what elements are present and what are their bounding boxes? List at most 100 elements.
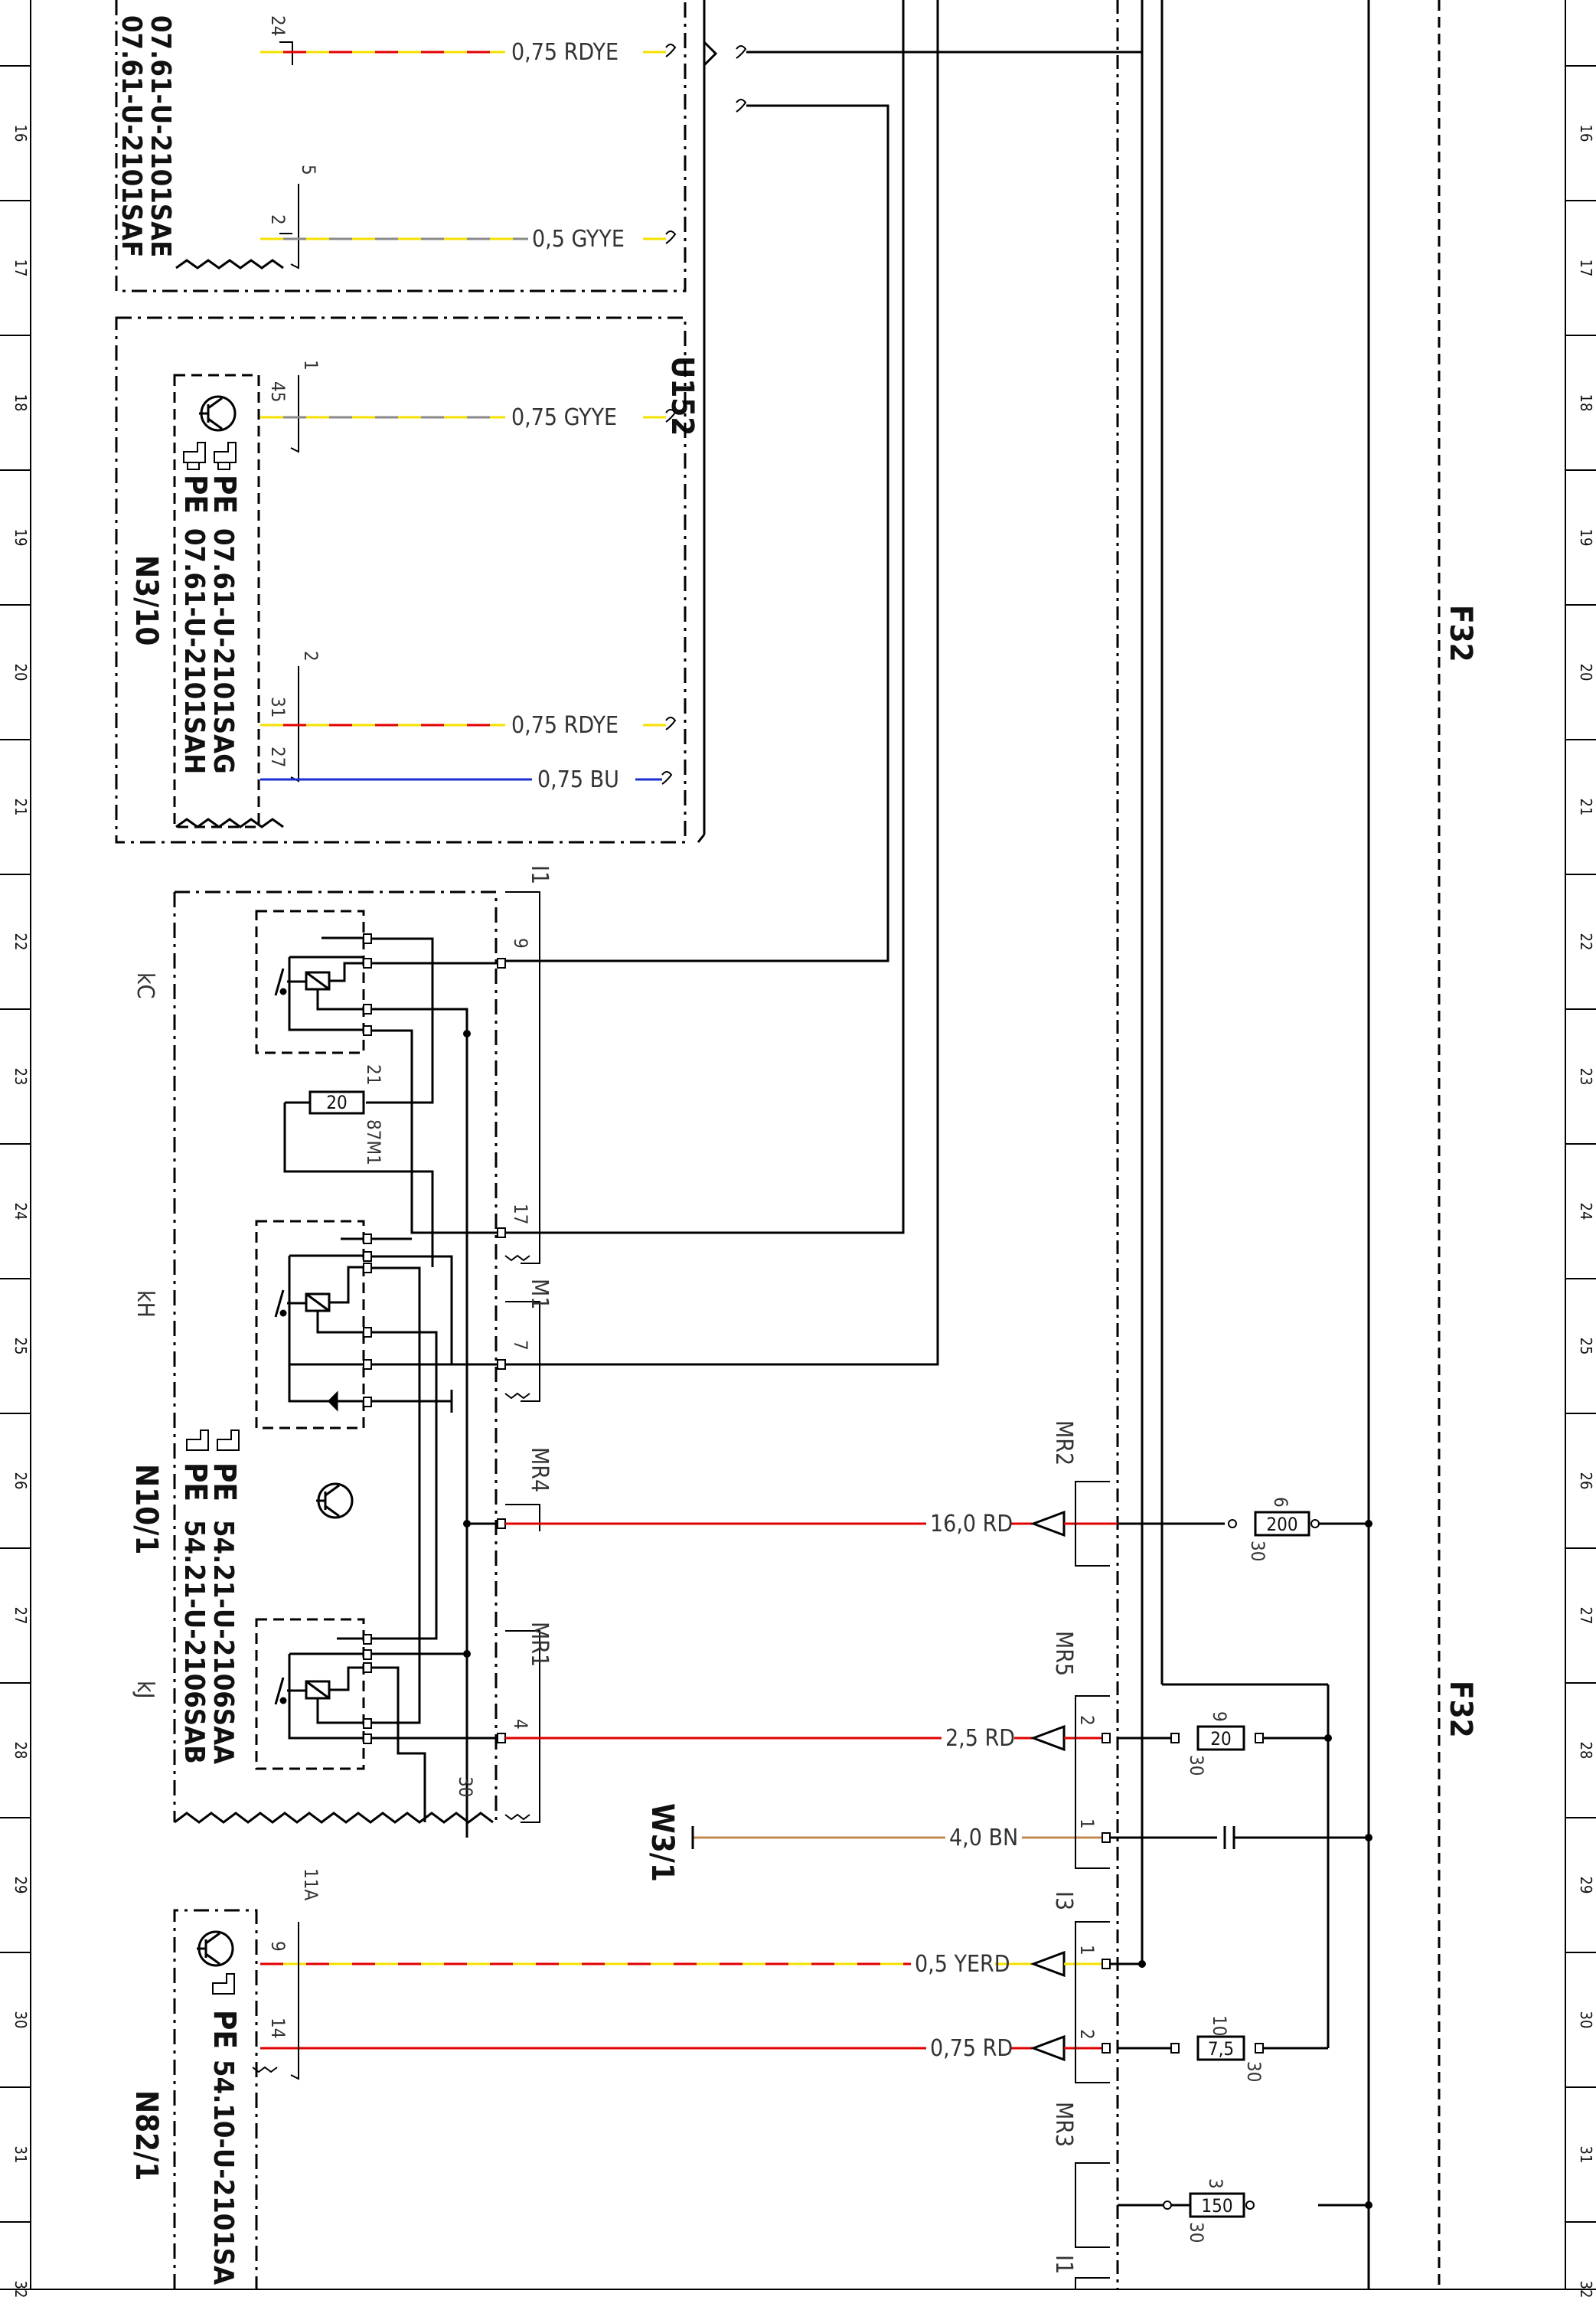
- n3-10-top-pin-24: 24: [267, 15, 289, 36]
- plug-arrow-icons: [1030, 1510, 1066, 2062]
- ruler-label-26: 26: [1577, 1472, 1595, 1490]
- ruler-label-31: 31: [11, 2146, 30, 2164]
- esd-hand-icon: [183, 442, 237, 470]
- n10-1-connector-pins: [497, 958, 506, 1743]
- esd-hand-icon: [186, 1429, 240, 1451]
- ruler-label-20: 20: [1577, 664, 1595, 681]
- ruler-label-29: 29: [11, 1877, 30, 1894]
- n82-1-pin-9: 9: [267, 1941, 289, 1952]
- n10-1-pin-30: 30: [455, 1776, 476, 1797]
- relay-kj-icon: [274, 1637, 364, 1740]
- transistor-icon: [316, 1482, 354, 1519]
- wire-16-rd: 16,0 RD: [505, 1511, 1033, 1537]
- connector-mr3-label: MR3: [1050, 2102, 1077, 2147]
- fuse-200-pin: 30: [1247, 1541, 1268, 1561]
- fuse-150: 150 3 30: [1163, 2178, 1255, 2243]
- n82-1-name: N82/1: [129, 2090, 164, 2181]
- internal-fuse: [308, 1090, 365, 1115]
- relay-kh-icon: [274, 1237, 453, 1413]
- fuse-150-number: 3: [1205, 2178, 1226, 2189]
- relay-kc-label: kC: [132, 972, 158, 998]
- n3-10-code-a: 07.61-U-2101SAH: [178, 528, 210, 774]
- fuse-junctions: [1138, 1520, 1372, 2209]
- internal-fuse-pin-87m1: 87M1: [363, 1119, 384, 1165]
- ruler-label-21: 21: [1577, 799, 1595, 816]
- fuse-20-pin: 30: [1186, 1755, 1207, 1776]
- n82-1-code: 54.10-U-2101SA: [207, 2060, 239, 2285]
- ruler-label-27: 27: [1577, 1607, 1595, 1625]
- n3-10-connector-2: 2: [300, 651, 321, 662]
- n10-1-internal-wiring: [283, 937, 505, 1838]
- n10-1-pe-a: PE: [178, 1462, 213, 1501]
- wire-bu: 0,75 BU: [260, 766, 662, 793]
- bus-connector-pins: [1102, 1733, 1111, 2054]
- n10-1-name: N10/1: [129, 1464, 164, 1554]
- wire-label-2-5-rd: 2,5 RD: [945, 1725, 1015, 1752]
- n3-10-top-code-b: 07.61-U-2101SAF: [116, 15, 147, 257]
- wire-0-75-rd: 0,75 RD: [260, 2035, 1033, 2062]
- n10-1-pin-17: 17: [510, 1204, 531, 1224]
- ruler-label-25: 25: [11, 1338, 30, 1355]
- fuse-150-value: 150: [1201, 2195, 1232, 2217]
- ruler-label-28: 28: [1577, 1742, 1595, 1760]
- fuse-7-5-pin: 30: [1243, 2061, 1265, 2082]
- fuse-network-wiring: [1110, 1522, 1369, 2207]
- n82-1-pe: PE: [207, 2010, 242, 2049]
- transistor-icon: [199, 395, 237, 432]
- n3-10-top-connector: 5: [298, 165, 319, 175]
- module-n10-1: 20 21 87M1 kC kH kJ PE PE 54.21-U-2106SA…: [129, 865, 553, 1838]
- ruler-label-30: 30: [11, 2011, 30, 2029]
- ruler-label-24: 24: [11, 1203, 30, 1220]
- n10-1-pe-b: PE: [207, 1462, 242, 1501]
- i3-pin-2-label: 2: [1076, 2029, 1098, 2040]
- ruler-label-25: 25: [1577, 1338, 1595, 1355]
- wire-label-gyye-top: 0,5 GYYE: [532, 226, 625, 253]
- esd-hand-icon: [212, 1973, 235, 1995]
- f32-label-top: F32: [1443, 605, 1478, 662]
- connector-mr2-label: MR2: [1050, 1420, 1077, 1465]
- u152-outline: U152: [664, 0, 718, 843]
- fuse-150-pin: 30: [1186, 2222, 1207, 2243]
- bus-connector-brackets: [1075, 1481, 1110, 2289]
- wire-2-5-rd: 2,5 RD: [505, 1725, 1033, 1752]
- n3-10-top-code-a: 07.61-U-2101SAE: [145, 15, 176, 257]
- fuse-200-value: 200: [1266, 1514, 1297, 1535]
- ruler-label-18: 18: [11, 394, 30, 412]
- module-n3-10: PE PE 07.61-U-2101SAH 07.61-U-2101SAG N3…: [115, 316, 687, 844]
- wire-label-16-rd: 16,0 RD: [930, 1511, 1013, 1537]
- junction-dot: [463, 1650, 471, 1658]
- transistor-icon: [197, 1930, 234, 1967]
- n3-10-pe-b: PE: [207, 475, 242, 514]
- internal-fuse-pin-21: 21: [363, 1064, 384, 1085]
- mr5-pin-1-label: 1: [1076, 1818, 1098, 1829]
- n3-10-name: N3/10: [129, 555, 164, 645]
- w3-1-label: W3/1: [645, 1803, 680, 1882]
- fuse-20-number: 9: [1209, 1711, 1230, 1722]
- ruler-label-17: 17: [11, 260, 30, 277]
- ruler-label-22: 22: [11, 933, 30, 951]
- wire-label-4-bn: 4,0 BN: [949, 1825, 1018, 1851]
- wire-label-bu: 0,75 BU: [537, 766, 619, 793]
- ruler-label-21: 21: [11, 799, 30, 816]
- n3-10-code-b: 07.61-U-2101SAG: [207, 528, 239, 774]
- connector-m1-label: M1: [526, 1279, 553, 1309]
- fuse-200-number: 6: [1270, 1497, 1291, 1508]
- connector-mr4-label: MR4: [526, 1447, 553, 1492]
- signal-lines: [505, 0, 1142, 1366]
- junction-dot: [463, 1030, 471, 1037]
- connector-i1b-label: I1: [1050, 2255, 1077, 2274]
- ruler-label-19: 19: [11, 529, 30, 547]
- relay-kj-label: kJ: [132, 1681, 158, 1699]
- ruler-label-20: 20: [11, 664, 30, 681]
- f32-label-bottom: F32: [1443, 1681, 1478, 1738]
- relay-kh-label: kH: [132, 1290, 158, 1318]
- ruler-label-17: 17: [1577, 260, 1595, 277]
- wire-0-5-yerd: 0,5 YERD: [260, 1951, 1033, 1978]
- n3-10-top-pin-2: 2: [267, 214, 289, 225]
- ruler-label-22: 22: [1577, 933, 1595, 951]
- wire-label-rdye: 0,75 RDYE: [511, 712, 618, 739]
- relay-kc-icon: [274, 936, 364, 1031]
- fuse-7-5: 7,5 10 30: [1170, 2015, 1265, 2082]
- wire-label-0-75-rd: 0,75 RD: [930, 2035, 1013, 2062]
